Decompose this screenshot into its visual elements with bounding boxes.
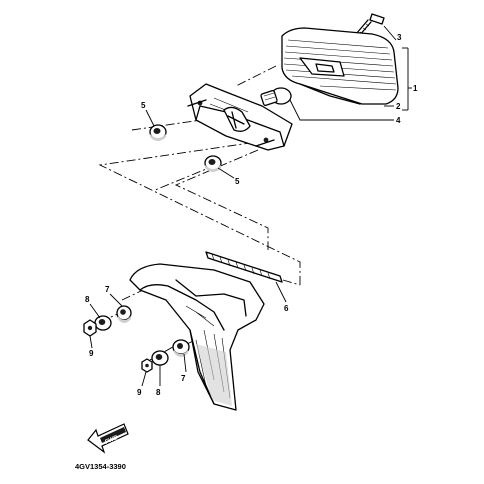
nut-left (83, 319, 97, 337)
callout-4: 4 (396, 116, 401, 125)
catalog-number: 4GV1354-3390 (75, 462, 126, 471)
forward-arrow-icon: FWD (87, 423, 129, 454)
callout-8-right: 8 (156, 388, 161, 397)
callout-8-left: 8 (85, 295, 90, 304)
grommet-upper (149, 124, 167, 141)
tail-light-base (187, 83, 293, 151)
fwd-label: FWD (104, 435, 120, 446)
callout-leaders (89, 25, 412, 387)
callout-9-left: 9 (89, 349, 94, 358)
callout-7-right: 7 (181, 374, 186, 383)
callout-2: 2 (396, 102, 401, 111)
nut-right (141, 358, 153, 373)
callout-3: 3 (397, 33, 402, 42)
callout-6: 6 (284, 304, 289, 313)
bushing-left (94, 315, 112, 331)
callout-1: 1 (413, 84, 418, 93)
callout-5-upper: 5 (141, 101, 146, 110)
bushing-right (151, 350, 169, 366)
collar-right (172, 339, 190, 357)
callout-9-right: 9 (137, 388, 142, 397)
callout-5-lower: 5 (235, 177, 240, 186)
callout-7-left: 7 (105, 285, 110, 294)
gasket-strip (205, 251, 283, 283)
rear-fender-bracket (129, 263, 265, 411)
grommet-lower (204, 155, 222, 172)
tail-light-lens (281, 27, 399, 105)
collar-left (116, 305, 132, 323)
bulb (260, 87, 292, 106)
